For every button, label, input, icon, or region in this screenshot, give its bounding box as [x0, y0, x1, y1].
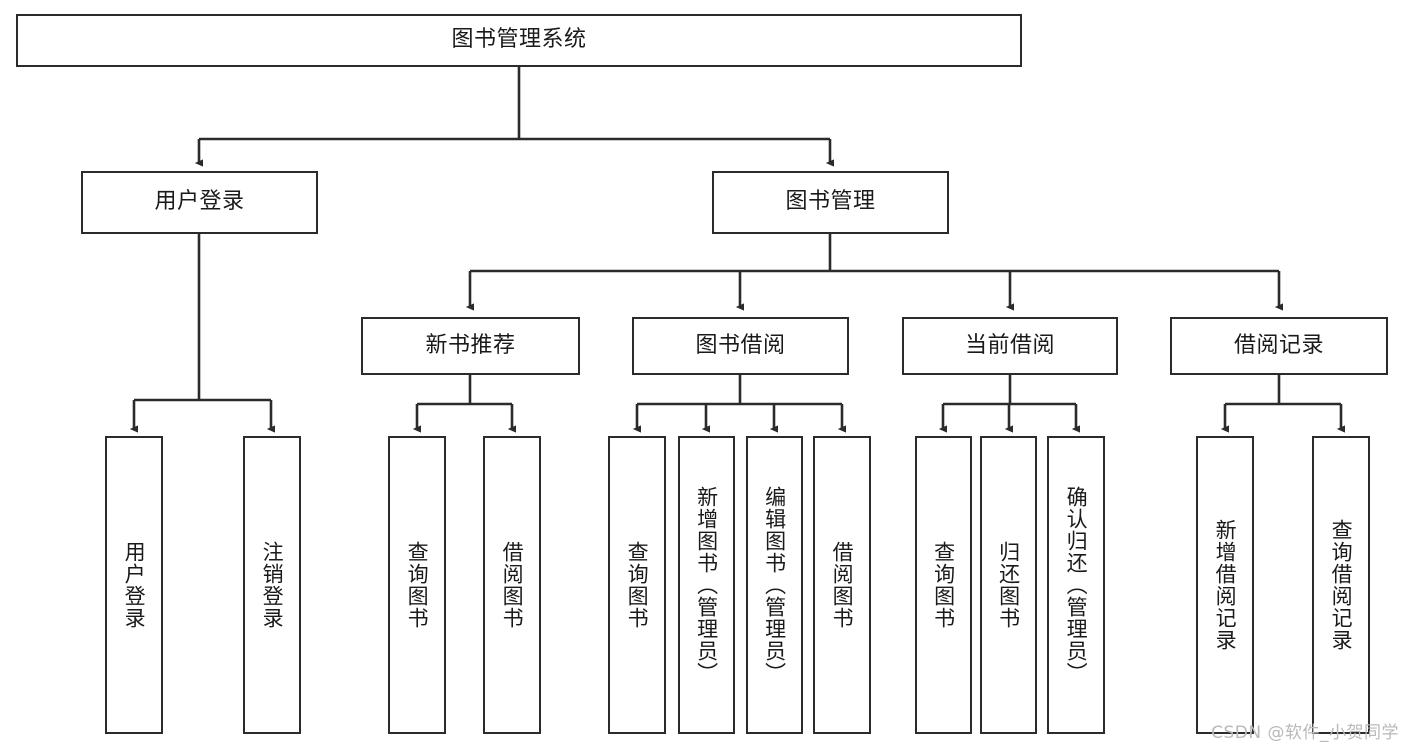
node-label: 借阅图书: [830, 541, 855, 629]
node-label: 用户登录: [122, 541, 147, 629]
node-root-system[interactable]: 图书管理系统: [16, 14, 1022, 67]
node-label: 查询借阅记录: [1329, 519, 1354, 651]
leaf-query-book-current[interactable]: 查询图书: [915, 436, 972, 734]
node-label: 借阅记录: [1233, 332, 1324, 358]
node-label: 查询图书: [405, 541, 430, 629]
node-label: 编辑图书（管理员）: [762, 486, 787, 684]
leaf-logout-login[interactable]: 注销登录: [243, 436, 301, 734]
leaf-add-borrow-record[interactable]: 新增借阅记录: [1196, 436, 1254, 734]
leaf-return-book[interactable]: 归还图书: [980, 436, 1037, 734]
leaf-borrow-book[interactable]: 借阅图书: [813, 436, 871, 734]
node-current-borrow[interactable]: 当前借阅: [902, 317, 1118, 375]
leaf-query-book-recommend[interactable]: 查询图书: [388, 436, 446, 734]
node-label: 新增借阅记录: [1213, 519, 1238, 651]
node-label: 图书借阅: [695, 332, 786, 358]
node-label: 用户登录: [154, 189, 245, 215]
node-book-management[interactable]: 图书管理: [712, 171, 949, 234]
node-borrow-record[interactable]: 借阅记录: [1170, 317, 1388, 375]
node-label: 新书推荐: [425, 332, 516, 358]
node-label: 当前借阅: [964, 332, 1055, 358]
leaf-edit-book-admin[interactable]: 编辑图书（管理员）: [746, 436, 803, 734]
node-label: 借阅图书: [500, 541, 525, 629]
node-label: 查询图书: [931, 541, 956, 629]
node-label: 归还图书: [996, 541, 1021, 629]
node-label: 新增图书（管理员）: [694, 486, 719, 684]
node-label: 注销登录: [260, 541, 285, 629]
node-new-book-recommend[interactable]: 新书推荐: [361, 317, 580, 375]
node-label: 确认归还（管理员）: [1064, 486, 1089, 684]
leaf-query-borrow-record[interactable]: 查询借阅记录: [1312, 436, 1370, 734]
leaf-add-book-admin[interactable]: 新增图书（管理员）: [678, 436, 735, 734]
node-user-login[interactable]: 用户登录: [81, 171, 318, 234]
leaf-confirm-return-admin[interactable]: 确认归还（管理员）: [1047, 436, 1105, 734]
leaf-query-book-borrow[interactable]: 查询图书: [608, 436, 666, 734]
node-label: 查询图书: [625, 541, 650, 629]
node-label: 图书管理: [785, 189, 876, 215]
leaf-borrow-book-recommend[interactable]: 借阅图书: [483, 436, 541, 734]
leaf-user-login[interactable]: 用户登录: [105, 436, 163, 734]
node-book-borrow[interactable]: 图书借阅: [632, 317, 849, 375]
node-label: 图书管理系统: [451, 27, 587, 53]
